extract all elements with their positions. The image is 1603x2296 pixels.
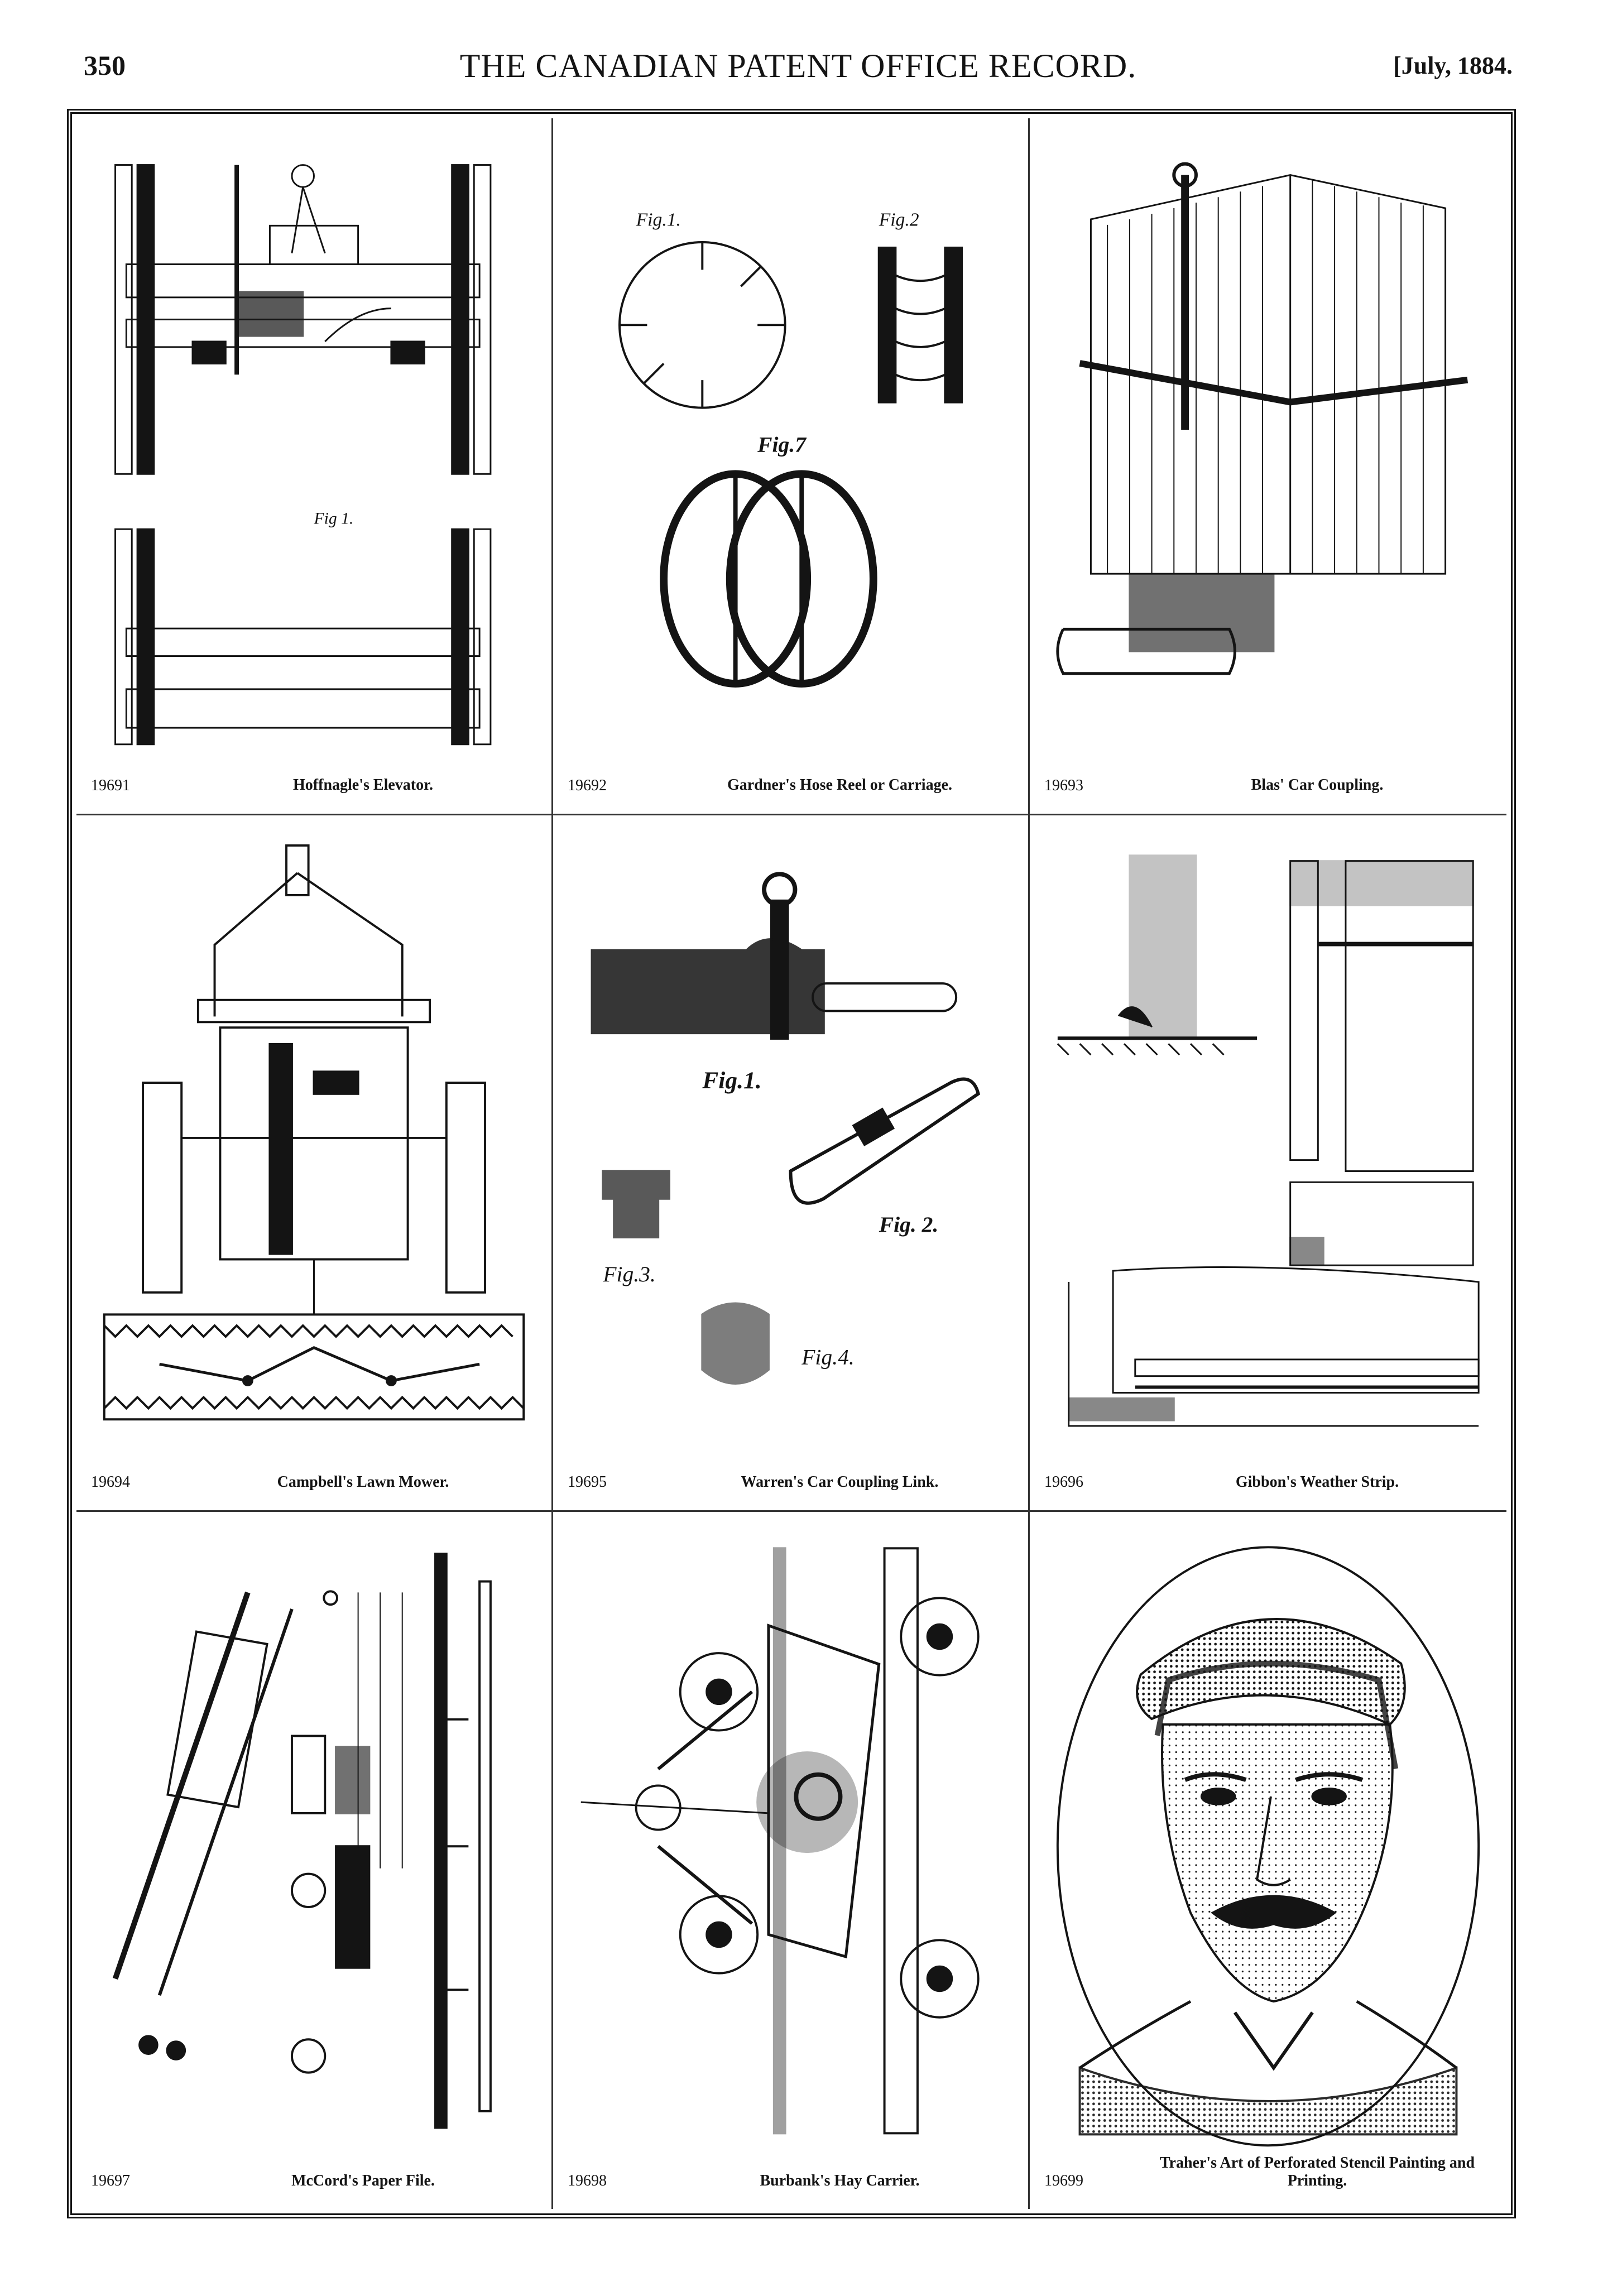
elevator-illustration: Fig 1. [93, 141, 535, 752]
figure-caption: 19696 Gibbon's Weather Strip. [1044, 1460, 1495, 1493]
stencil-portrait-illustration [1047, 1534, 1490, 2148]
figure-caption: 19695 Warren's Car Coupling Link. [568, 1460, 1017, 1493]
figure-grid: Fig 1. 19691 Hoffnagle's Elevator. Fig.1… [76, 118, 1506, 2209]
plate-frame: Fig 1. 19691 Hoffnagle's Elevator. Fig.1… [67, 109, 1516, 2218]
figure-caption: 19697 McCord's Paper File. [91, 2159, 540, 2192]
fig1-label: Fig.1. [702, 1067, 761, 1094]
figure-title: Traher's Art of Perforated Stencil Paint… [1159, 2154, 1475, 2189]
fig3-label: Fig.3. [602, 1262, 655, 1286]
patent-number: 19698 [568, 2172, 607, 2189]
figure-caption: 19699 Traher's Art of Perforated Stencil… [1044, 2154, 1495, 2192]
paper-file-illustration [93, 1534, 535, 2148]
figure-title: Burbank's Hay Carrier. [760, 2172, 920, 2189]
figure-title: Warren's Car Coupling Link. [741, 1473, 939, 1491]
patent-number: 19697 [91, 2172, 130, 2189]
figure-title: Blas' Car Coupling. [1251, 776, 1384, 794]
svg-text:Fig. 2.: Fig. 2. [879, 1212, 939, 1237]
issue-date: [July, 1884. [1393, 52, 1513, 79]
patent-number: 19694 [91, 1473, 130, 1491]
fig4-label: Fig.4. [801, 1344, 854, 1369]
page-number: 350 [84, 50, 126, 81]
car-coupling-illustration [1047, 141, 1490, 752]
figure-title: Hoffnagle's Elevator. [293, 776, 433, 794]
patent-number: 19695 [568, 1473, 607, 1491]
weather-strip-illustration [1047, 838, 1490, 1449]
figure-cell-stencil-portrait: 19699 Traher's Art of Perforated Stencil… [1030, 1512, 1506, 2209]
figure-title: Campbell's Lawn Mower. [277, 1473, 449, 1491]
figure-cell-weather-strip: 19696 Gibbon's Weather Strip. [1030, 815, 1506, 1512]
lawn-mower-illustration [93, 838, 535, 1449]
figure-title: Gardner's Hose Reel or Carriage. [727, 776, 953, 794]
fig7-label: Fig.7 [757, 433, 807, 457]
publication-title: THE CANADIAN PATENT OFFICE RECORD. [459, 47, 1137, 84]
figure-cell-hose-reel: Fig.1. Fig.2 Fig.7 [553, 118, 1030, 815]
figure-title: McCord's Paper File. [291, 2172, 435, 2189]
coupling-link-illustration: Fig.1. Fig. 2. Fig.3. Fig.4. [570, 838, 1011, 1449]
patent-number: 19691 [91, 776, 130, 794]
hay-carrier-illustration [570, 1534, 1011, 2148]
figure-caption: 19694 Campbell's Lawn Mower. [91, 1460, 540, 1493]
figure-cell-lawn-mower: 19694 Campbell's Lawn Mower. [76, 815, 553, 1512]
page-header: 350 THE CANADIAN PATENT OFFICE RECORD. [… [84, 44, 1513, 88]
figure-cell-elevator: Fig 1. 19691 Hoffnagle's Elevator. [76, 118, 553, 815]
figure-caption: 19692 Gardner's Hose Reel or Carriage. [568, 763, 1017, 797]
figure-title: Gibbon's Weather Strip. [1235, 1473, 1399, 1491]
patent-number: 19696 [1044, 1473, 1083, 1491]
patent-number: 19693 [1044, 776, 1083, 794]
figure-cell-hay-carrier: 19698 Burbank's Hay Carrier. [553, 1512, 1030, 2209]
fig1-label: Fig.1. [636, 209, 681, 230]
hose-reel-illustration: Fig.1. Fig.2 Fig.7 [570, 141, 1011, 752]
patent-number: 19699 [1044, 2172, 1083, 2189]
figure-caption: 19698 Burbank's Hay Carrier. [568, 2159, 1017, 2192]
figure-caption: 19693 Blas' Car Coupling. [1044, 763, 1495, 797]
fig2-label: Fig.2 [879, 209, 919, 230]
patent-number: 19692 [568, 776, 607, 794]
figure-caption: 19691 Hoffnagle's Elevator. [91, 763, 540, 797]
svg-text:Fig 1.: Fig 1. [314, 510, 354, 527]
figure-cell-coupling-link: Fig.1. Fig. 2. Fig.3. Fig.4. 19695 Warre… [553, 815, 1030, 1512]
figure-cell-paper-file: 19697 McCord's Paper File. [76, 1512, 553, 2209]
figure-cell-car-coupling: 19693 Blas' Car Coupling. [1030, 118, 1506, 815]
